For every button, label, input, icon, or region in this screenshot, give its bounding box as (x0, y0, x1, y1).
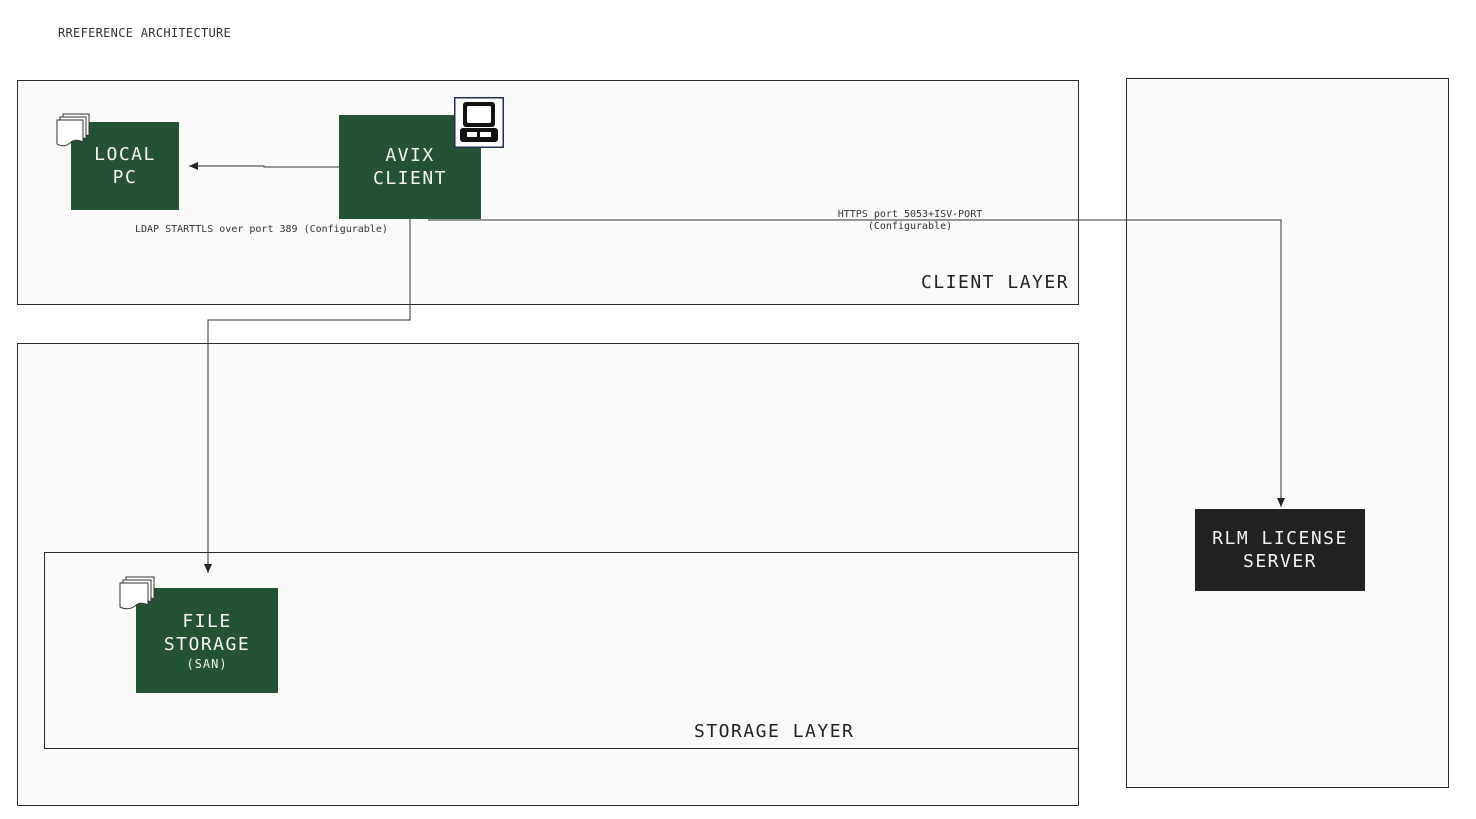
computer-icon (454, 97, 504, 148)
edge-avix-to-file-storage (204, 219, 411, 573)
file-storage-label-line1: FILE (182, 610, 232, 632)
local-pc-label-line2: PC (112, 167, 138, 188)
license-container (1126, 78, 1449, 788)
local-pc-label-line1: LOCAL (94, 144, 156, 165)
local-pc-node[interactable]: LOCAL PC (71, 122, 179, 210)
https-edge-label-line1: HTTPS port 5053+ISV-PORT (837, 209, 983, 220)
document-stack-icon (119, 576, 155, 610)
avix-client-label-line1: AVIX (385, 145, 435, 166)
storage-layer-label: STORAGE LAYER (694, 721, 855, 742)
file-storage-label-line2: STORAGE (163, 633, 251, 655)
avix-client-label-line2: CLIENT (372, 168, 448, 189)
file-storage-label-line3: (SAN) (186, 656, 228, 671)
client-layer-label: CLIENT LAYER (921, 272, 1070, 293)
page-title: RREFERENCE ARCHITECTURE (58, 26, 232, 40)
document-stack-icon (56, 113, 90, 147)
client-layer (17, 80, 1079, 305)
ldap-edge-label: LDAP STARTTLS over port 389 (Configurabl… (135, 224, 388, 235)
https-edge-label: HTTPS port 5053+ISV-PORT (Configurable) (830, 209, 990, 233)
rlm-server-label-line1: RLM LICENSE (1212, 528, 1348, 549)
edge-avix-to-rlm-server (428, 219, 1285, 507)
file-storage-node[interactable]: FILE STORAGE (SAN) (136, 588, 278, 693)
rlm-server-label-line2: SERVER (1242, 551, 1318, 572)
https-edge-label-line2: (Configurable) (867, 221, 953, 232)
rlm-license-server-node[interactable]: RLM LICENSE SERVER (1195, 509, 1365, 591)
edge-avix-to-local-pc (189, 162, 339, 170)
